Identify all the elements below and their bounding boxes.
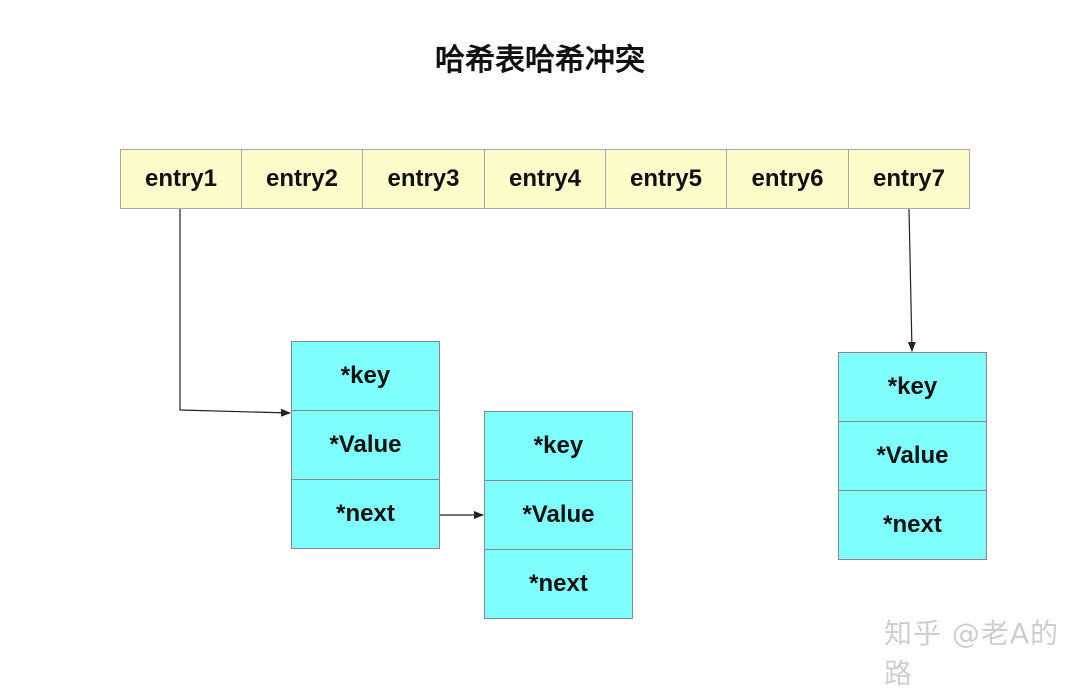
- entry-cell-4: entry4: [484, 149, 606, 209]
- chain1-node2-key: *key: [484, 411, 633, 481]
- chain1-node1-value: *Value: [291, 410, 440, 480]
- chain7-node1-next: *next: [838, 490, 987, 560]
- entry-cell-6: entry6: [726, 149, 849, 209]
- chain7-node1-key: *key: [838, 352, 987, 422]
- watermark-text: 知乎 @老A的路: [884, 617, 1060, 690]
- arrow-entry1-to-chain: [179, 209, 291, 417]
- arrow-entry7-to-chain: [907, 208, 916, 352]
- entry-cell-7: entry7: [848, 149, 970, 209]
- diagram-title: 哈希表哈希冲突: [435, 43, 645, 78]
- chain1-node2-next: *next: [484, 549, 633, 619]
- entry-cell-5: entry5: [605, 149, 727, 209]
- chain1-node1-key: *key: [291, 341, 440, 411]
- entry-cell-1: entry1: [120, 149, 242, 209]
- chain1-node1-next: *next: [291, 479, 440, 549]
- entry-cell-3: entry3: [362, 149, 485, 209]
